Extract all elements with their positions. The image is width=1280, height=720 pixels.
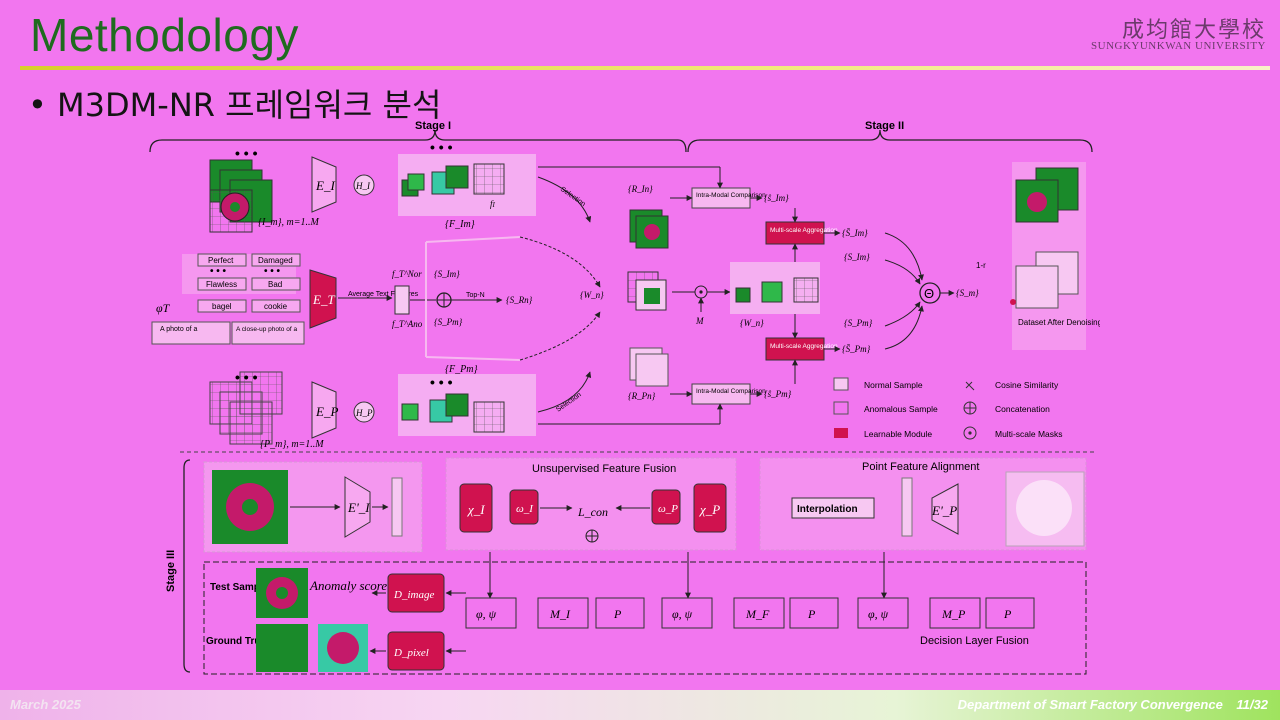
footer-dept-name: Department of Smart Factory Convergence	[958, 697, 1223, 712]
legend-masks: Multi-scale Masks	[995, 429, 1063, 439]
footer-page-number: 11/32	[1236, 697, 1268, 712]
f-ano-label: f_T^Ano	[392, 319, 423, 329]
svg-text:D_image: D_image	[393, 589, 434, 601]
svg-text:H_I: H_I	[355, 181, 371, 191]
selection-label-bottom: Selection	[555, 391, 583, 413]
prompt-flawless: Flawless	[206, 280, 237, 289]
text-encoder-label: E_T	[312, 292, 335, 307]
svg-text:ω_I: ω_I	[516, 503, 534, 515]
set-spm2-label: {S_Pm}	[844, 318, 873, 328]
set-pm-label: {P_m}, m=1..M	[260, 439, 324, 450]
prompt-damaged: Damaged	[258, 256, 293, 265]
prompt-cookie: cookie	[264, 302, 288, 311]
ground-truth-image	[256, 624, 308, 672]
set-sim-out-label: {ŝ_Im}	[764, 193, 789, 203]
set-wn2-label: {W_n}	[740, 318, 764, 328]
svg-text:φ, ψ: φ, ψ	[672, 607, 693, 621]
set-spm-out-label: {ŝ_Pm}	[764, 389, 792, 399]
set-sim-label: {S_Im}	[434, 269, 460, 279]
set-im-label: {I_m}, m=1..M	[258, 217, 320, 228]
set-simbar-label: {S̄_Im}	[842, 228, 868, 238]
phi-t-label: φT	[156, 301, 171, 315]
set-fpm-label: {F_Pm}	[445, 364, 477, 375]
legend-cosine: Cosine Similarity	[995, 380, 1059, 390]
slide-title: Methodology	[30, 8, 299, 62]
svg-text:E'_P: E'_P	[931, 503, 957, 518]
set-spmbar-label: {S̄_Pm}	[842, 344, 871, 354]
legend-learnable-swatch	[834, 428, 848, 438]
point-encoder-label: E_P	[315, 404, 338, 419]
svg-text:E'_I: E'_I	[347, 500, 370, 515]
svg-text:χ_I: χ_I	[466, 502, 485, 517]
prompt-perfect: Perfect	[208, 256, 234, 265]
set-rin-label: {R_In}	[628, 184, 653, 194]
legend-normal-swatch	[834, 378, 848, 390]
one-minus-r-label: 1-r	[976, 261, 986, 270]
anomaly-score-label: Anomaly score	[309, 578, 387, 593]
svg-text:M_F: M_F	[745, 607, 770, 621]
legend-normal: Normal Sample	[864, 380, 923, 390]
framework-diagram: Stage I Stage II • • • {I_m}, m=1..M E_I…	[140, 112, 1100, 680]
top-n-label: Top-N	[466, 292, 485, 299]
point-feature-maps	[398, 374, 536, 436]
f-nor-label: f_T^Nor	[392, 269, 422, 279]
svg-text:M_P: M_P	[941, 607, 966, 621]
legend-anomalous-swatch	[834, 402, 848, 414]
svg-text:M_I: M_I	[549, 607, 571, 621]
decision-fusion-label: Decision Layer Fusion	[920, 635, 1029, 647]
stage1-label: Stage I	[415, 120, 451, 132]
svg-text:A close-up photo of a: A close-up photo of a	[236, 326, 297, 333]
set-fim-label: {F_Im}	[445, 219, 475, 230]
m-symbol-label: M	[695, 316, 704, 326]
svg-text:φ, ψ: φ, ψ	[476, 607, 497, 621]
svg-text:• • •: • • •	[235, 145, 258, 161]
stage2-label: Stage II	[865, 120, 904, 132]
footer-date: March 2025	[10, 697, 81, 712]
title-underline	[20, 66, 1270, 70]
set-srn-label: {S_Rn}	[506, 295, 533, 305]
l-con-label: L_con	[577, 505, 608, 519]
svg-text:ω_P: ω_P	[658, 503, 678, 515]
legend-anomalous: Anomalous Sample	[864, 404, 938, 414]
dataset-after-denoising-label: Dataset After Denoising	[1018, 318, 1100, 327]
svg-text:• • •: • • •	[264, 266, 281, 277]
weight-masks	[628, 272, 666, 310]
university-logo-en: SUNGKYUNKWAN UNIVERSITY	[1091, 40, 1266, 52]
cosine-similarity-icon	[966, 382, 974, 390]
svg-text:fI: fI	[490, 199, 496, 209]
svg-text:P: P	[613, 607, 622, 621]
image-encoder-label: E_I	[315, 178, 335, 193]
svg-text:• • •: • • •	[430, 374, 453, 390]
svg-text:D_pixel: D_pixel	[393, 647, 429, 659]
image-feature-maps	[398, 154, 536, 216]
legend-concat: Concatenation	[995, 404, 1050, 414]
svg-text:A photo of a: A photo of a	[160, 326, 197, 333]
legend-learnable: Learnable Module	[864, 429, 932, 439]
svg-text:• • •: • • •	[235, 369, 258, 385]
svg-text:Θ: Θ	[924, 286, 934, 301]
svg-text:• • •: • • •	[430, 139, 453, 155]
prompt-bagel: bagel	[212, 302, 232, 311]
unsupervised-fusion-label: Unsupervised Feature Fusion	[532, 463, 676, 475]
stage3-label: Stage III	[165, 550, 177, 592]
set-wn-label: {W_n}	[580, 290, 604, 300]
footer-department: Department of Smart Factory Convergence …	[958, 697, 1268, 712]
set-spm-label: {S_Pm}	[434, 317, 463, 327]
set-sm-label: {S_m}	[956, 288, 979, 298]
prompt-bad: Bad	[268, 280, 282, 289]
svg-text:χ_P: χ_P	[698, 502, 720, 517]
svg-text:P: P	[807, 607, 816, 621]
selection-label-top: Selection	[559, 186, 587, 208]
multi-scale-masks	[730, 262, 820, 314]
svg-text:φ, ψ: φ, ψ	[868, 607, 889, 621]
point-alignment-label: Point Feature Alignment	[862, 461, 979, 473]
svg-text:H_P: H_P	[355, 408, 373, 418]
svg-text:P: P	[1003, 607, 1012, 621]
svg-text:Interpolation: Interpolation	[797, 504, 858, 515]
text-feature-vector	[395, 286, 409, 314]
svg-text:• • •: • • •	[210, 266, 227, 277]
set-rpn-label: {R_Pn}	[628, 391, 656, 401]
set-sim2-label: {S_Im}	[844, 252, 870, 262]
